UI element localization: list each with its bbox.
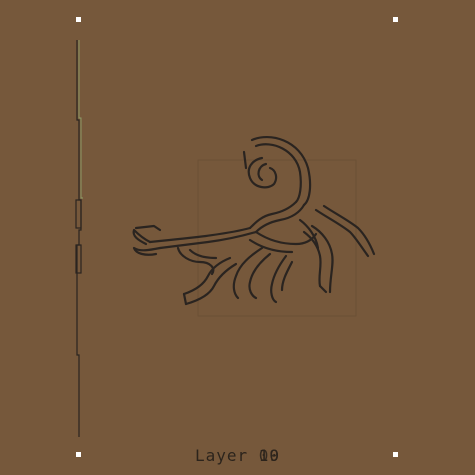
left-edge-strip: [75, 40, 83, 437]
scorpion-cutout-icon: [132, 135, 376, 306]
mounting-hole-top-right: [393, 17, 398, 22]
layer-number-overlay: 09: [258, 446, 281, 465]
layer-label-prefix: Layer: [194, 446, 259, 465]
mounting-hole-bottom-left: [76, 452, 81, 457]
mounting-hole-bottom-right: [393, 452, 398, 457]
layer-bounds: [197, 159, 357, 317]
layer-number-value: 10: [258, 446, 281, 465]
mounting-hole-top-left: [76, 17, 81, 22]
